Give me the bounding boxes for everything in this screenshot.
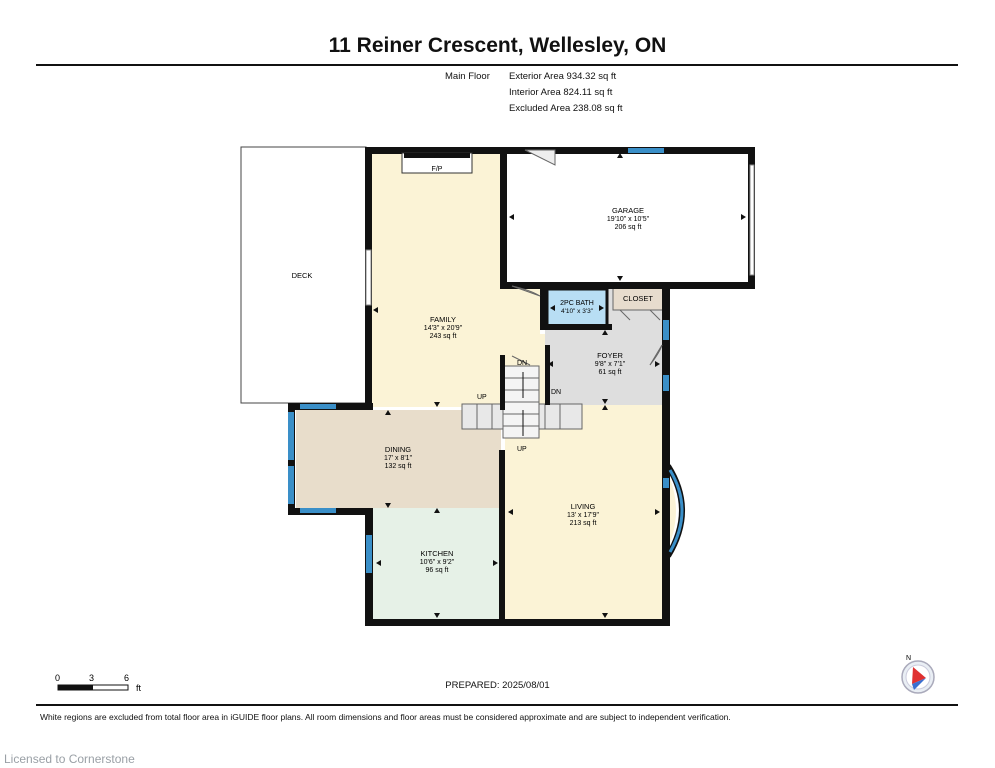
scale-tick-6: 6 [124, 673, 129, 683]
living-label: LIVING [571, 502, 596, 511]
kitchen-dims: 10'6" x 9'2" [420, 559, 455, 566]
deck-door [365, 249, 372, 306]
scale-tick-3: 3 [89, 673, 94, 683]
foyer-dims: 9'8" x 7'1" [595, 361, 626, 368]
stairs [461, 365, 583, 439]
dining-dims: 17' x 8'1" [384, 455, 413, 462]
interior-area: Interior Area 824.11 sq ft [509, 87, 613, 98]
excluded-area: Excluded Area 238.08 sq ft [509, 103, 623, 114]
closet-label: CLOSET [623, 294, 653, 303]
scale-tick-0: 0 [55, 673, 60, 683]
dimension-arrows [373, 153, 746, 618]
dining-label: DINING [385, 445, 411, 454]
living-dims: 13' x 17'9" [567, 512, 600, 519]
header-divider [36, 64, 958, 66]
compass-north-label: N [906, 655, 911, 662]
garage-door [749, 164, 755, 276]
kitchen-area: 96 sq ft [426, 567, 449, 574]
garage-area: 206 sq ft [615, 224, 642, 231]
family-room [370, 153, 506, 407]
stair-dn-upper: DN [517, 360, 527, 367]
bath-room [545, 287, 609, 329]
compass-icon: N [901, 655, 935, 694]
windows [288, 148, 669, 573]
page-title: 11 Reiner Crescent, Wellesley, ON [328, 34, 667, 57]
footer-divider [36, 704, 958, 706]
bay-window [668, 469, 684, 553]
deck-area [240, 146, 367, 404]
foyer-label: FOYER [597, 351, 623, 360]
garage-dims: 19'10" x 10'5" [607, 216, 650, 223]
dining-area: 132 sq ft [385, 463, 412, 470]
disclaimer-text: White regions are excluded from total fl… [40, 712, 731, 722]
family-area: 243 sq ft [430, 333, 457, 340]
garage-label: GARAGE [612, 206, 644, 215]
stair-up-left: UP [477, 394, 487, 401]
fireplace-label: F/P [432, 166, 443, 173]
kitchen-label: KITCHEN [421, 549, 454, 558]
floor-label: Main Floor [445, 71, 490, 82]
family-label: FAMILY [430, 315, 456, 324]
deck-label: DECK [292, 271, 313, 280]
license-watermark: Licensed to Cornerstone [4, 752, 135, 766]
foyer-area: 61 sq ft [599, 369, 622, 376]
kitchen-room [373, 508, 501, 620]
living-area: 213 sq ft [570, 520, 597, 527]
door-swings [511, 149, 663, 366]
garage-room [506, 153, 750, 282]
prepared-date: PREPARED: 2025/08/01 [445, 680, 550, 691]
bath-dims: 4'10" x 3'3" [561, 308, 594, 315]
scale-unit: ft [136, 683, 142, 693]
exterior-area: Exterior Area 934.32 sq ft [509, 71, 617, 82]
family-dims: 14'3" x 20'9" [424, 325, 463, 332]
stair-dn-right: DN [551, 389, 561, 396]
scale-bar: 0 3 6 ft [55, 673, 142, 693]
living-room [505, 405, 662, 620]
stair-up-lower: UP [517, 446, 527, 453]
bath-label: 2PC BATH [560, 300, 594, 307]
